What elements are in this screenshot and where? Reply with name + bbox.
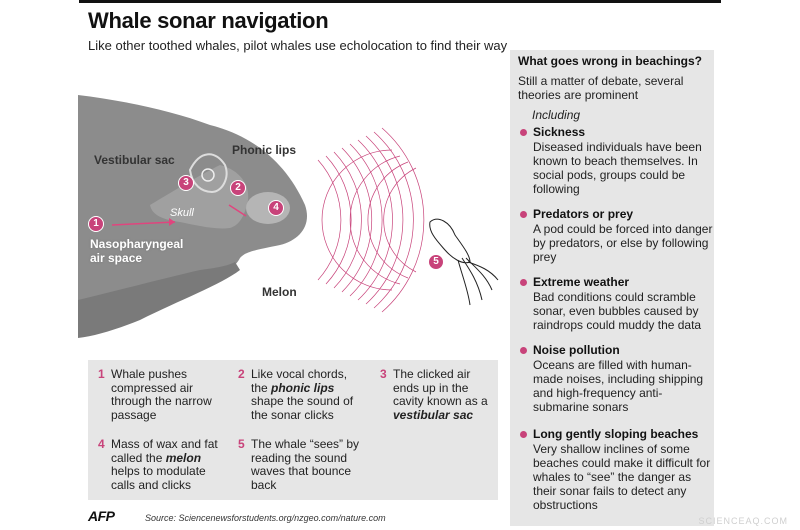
cause-title: Long gently sloping beaches	[533, 427, 699, 441]
step-text: Like vocal chords, the phonic lips shape…	[251, 367, 363, 422]
sac-circle	[201, 168, 215, 182]
step-number: 5	[238, 437, 245, 451]
phonic-lips-shape	[188, 153, 228, 194]
step-text-em: phonic lips	[271, 380, 335, 395]
whale-head-diagram	[78, 95, 499, 338]
phonic-lips-label: Phonic lips	[232, 143, 297, 157]
cause-title: Noise pollution	[533, 343, 620, 357]
cause-body: Bad conditions could scramble sonar, eve…	[533, 290, 702, 332]
bullet-dot	[520, 347, 527, 354]
melon-pointer-line	[228, 204, 247, 217]
sound-waves	[317, 127, 425, 313]
skull-shape	[150, 165, 249, 229]
top-rule	[79, 0, 721, 3]
nasopharyngeal-label: Nasopharyngeal air space	[90, 237, 184, 265]
including-label: Including	[532, 108, 581, 122]
panel-intro: Still a matter of debate, several theori…	[518, 74, 684, 102]
steps-box: 1 Whale pushes compressed air through th…	[88, 360, 498, 500]
step-number: 3	[380, 367, 387, 381]
step-text-post: shape the sound of the sonar clicks	[251, 394, 354, 422]
bullet-dot	[520, 211, 527, 218]
badge-4: 4	[268, 200, 284, 216]
bullet-dot	[520, 279, 527, 286]
badge-3: 3	[178, 175, 194, 191]
melon-label: Melon	[262, 285, 297, 299]
beachings-panel: What goes wrong in beachings? Still a ma…	[510, 50, 714, 526]
panel-heading: What goes wrong in beachings?	[518, 54, 703, 68]
badge-2: 2	[230, 180, 246, 196]
whale-jaw-shape	[78, 262, 240, 338]
bullet-dot	[520, 431, 527, 438]
cause-body: A pod could be forced into danger by pre…	[533, 222, 713, 264]
step-text-pre: The clicked air ends up in the cavity kn…	[393, 367, 488, 408]
step-text-pre: Like vocal chords, the	[251, 367, 348, 395]
air-passage-arrow	[111, 221, 176, 226]
squid-prey	[429, 218, 499, 306]
cause-body: Very shallow inclines of some beaches co…	[533, 442, 711, 512]
afp-logo: AFP	[88, 508, 115, 524]
step-text: The whale “sees” by reading the sound wa…	[251, 437, 360, 492]
air-passage-arrowhead	[169, 218, 175, 226]
page-title: Whale sonar navigation	[88, 8, 329, 33]
step-text-post: helps to modulate calls and clicks	[111, 464, 206, 492]
source-credit: Source: Sciencenewsforstudents.org/nzgeo…	[145, 513, 386, 523]
badge-1: 1	[88, 216, 104, 232]
vestibular-sac-label: Vestibular sac	[94, 153, 175, 167]
skull-label: Skull	[170, 207, 194, 219]
badge-5: 5	[428, 254, 444, 270]
cause-body: Oceans are filled with human-made noises…	[533, 358, 704, 414]
cause-body: Diseased individuals have been known to …	[533, 140, 702, 196]
cause-title: Predators or prey	[533, 207, 634, 221]
bullet-dot	[520, 129, 527, 136]
step-number: 2	[238, 367, 245, 381]
step-text-em: melon	[165, 450, 202, 465]
step-number: 4	[98, 437, 105, 451]
step-text-em: vestibular sac	[393, 407, 474, 422]
step-text: The clicked air ends up in the cavity kn…	[393, 367, 493, 422]
whale-illustration: Vestibular sac Phonic lips Skull Nasopha…	[0, 0, 505, 360]
step-text: Whale pushes compressed air through the …	[111, 367, 212, 422]
step-number: 1	[98, 367, 105, 381]
watermark: SCIENCEAQ.COM	[698, 516, 788, 526]
step-text-pre: Mass of wax and fat called the	[111, 437, 218, 465]
cause-title: Sickness	[533, 125, 586, 139]
cause-title: Extreme weather	[533, 275, 630, 289]
page-subtitle: Like other toothed whales, pilot whales …	[88, 38, 508, 53]
step-text: Mass of wax and fat called the melon hel…	[111, 437, 223, 492]
